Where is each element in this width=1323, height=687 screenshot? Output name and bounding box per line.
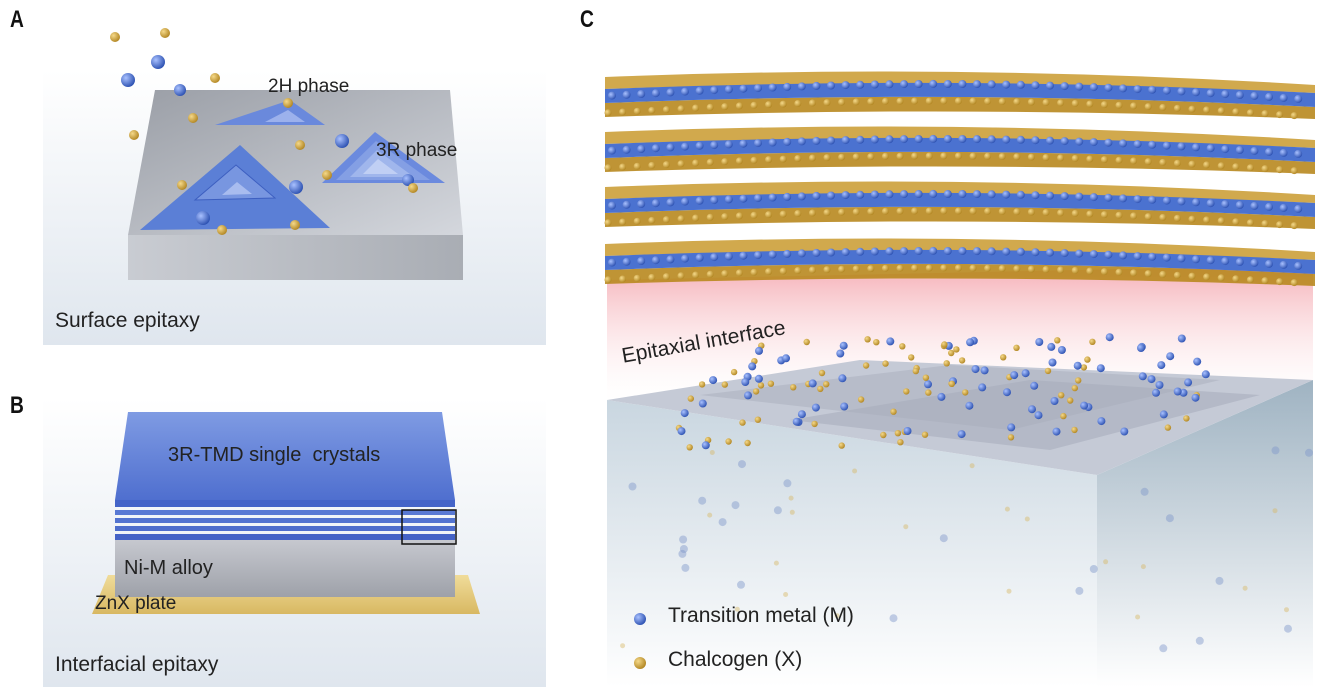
crystal-3r-terrace-3 xyxy=(363,159,398,174)
crystal-triangle-large-core xyxy=(222,182,252,195)
crystal-triangle-large-inner xyxy=(193,164,277,201)
tmd-layer-4 xyxy=(115,526,455,531)
tmd-top-crystal xyxy=(115,412,455,500)
label-ni-m-alloy: Ni-M alloy xyxy=(124,557,213,579)
interface-atoms xyxy=(675,333,1210,451)
legend-chalcogen-icon xyxy=(634,657,646,669)
panel-letter-c: C xyxy=(580,6,594,33)
legend-metal-icon xyxy=(634,613,646,625)
panel-c xyxy=(604,71,1315,687)
tmd-layers xyxy=(604,71,1315,287)
panel-a-atoms xyxy=(110,28,418,235)
legend-metal-label: Transition metal (M) xyxy=(668,604,854,627)
substrate-dots xyxy=(620,446,1313,653)
label-3r-phase: 3R phase xyxy=(376,140,458,161)
substrate-block-front xyxy=(607,400,1097,687)
tmd-layer-1 xyxy=(115,500,455,507)
panel-letter-b: B xyxy=(10,392,24,419)
tmd-layer-3 xyxy=(604,181,1315,230)
interface-glow xyxy=(607,265,1313,400)
zoom-box xyxy=(401,509,457,545)
tmd-layer-5 xyxy=(115,534,455,540)
tmd-layer-2 xyxy=(604,126,1315,175)
crystal-2h-core xyxy=(265,110,305,122)
tmd-layer-1 xyxy=(604,71,1315,120)
substrate-block-side xyxy=(1097,380,1313,687)
tmd-layer-2 xyxy=(115,510,455,515)
panel-letter-a: A xyxy=(10,6,24,33)
panel-a xyxy=(43,28,546,345)
ni-m-alloy-block xyxy=(115,540,455,597)
legend-chalcogen-label: Chalcogen (X) xyxy=(668,648,803,671)
caption-surface-epitaxy: Surface epitaxy xyxy=(55,309,200,332)
tmd-layer-3 xyxy=(115,518,455,523)
caption-interfacial-epitaxy: Interfacial epitaxy xyxy=(55,653,219,676)
tmd-layer-4 xyxy=(604,238,1315,287)
label-znx-plate: ZnX plate xyxy=(95,593,177,614)
substrate-side xyxy=(128,235,463,280)
label-3r-tmd: 3R-TMD single crystals xyxy=(168,444,381,466)
label-2h-phase: 2H phase xyxy=(268,76,350,97)
panel-b xyxy=(43,398,546,687)
